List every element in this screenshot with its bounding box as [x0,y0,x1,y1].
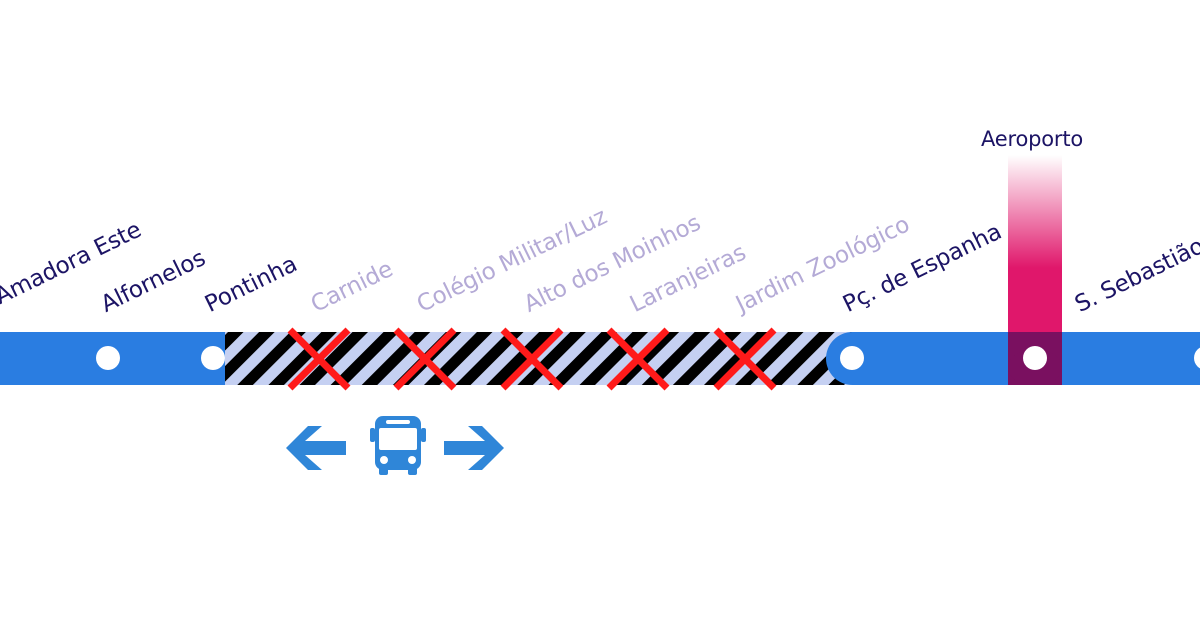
cross-icon [606,327,670,391]
cross-icon [500,327,564,391]
station-dot-s-sebastiao [1023,346,1047,370]
cross-icon [713,327,777,391]
cross-icon [287,327,351,391]
station-dot-pontinha [201,346,225,370]
station-dot-pc-espanha [840,346,864,370]
interchange-branch [1008,155,1062,360]
arrow-left-icon [286,426,346,470]
cross-icon [393,327,457,391]
bus-icon [370,416,426,475]
arrow-right-icon [444,426,504,470]
closed-section [225,332,857,385]
station-dot-alfornelos [96,346,120,370]
line-segment-west-cap [160,332,240,385]
station-dot-next [1194,347,1200,369]
